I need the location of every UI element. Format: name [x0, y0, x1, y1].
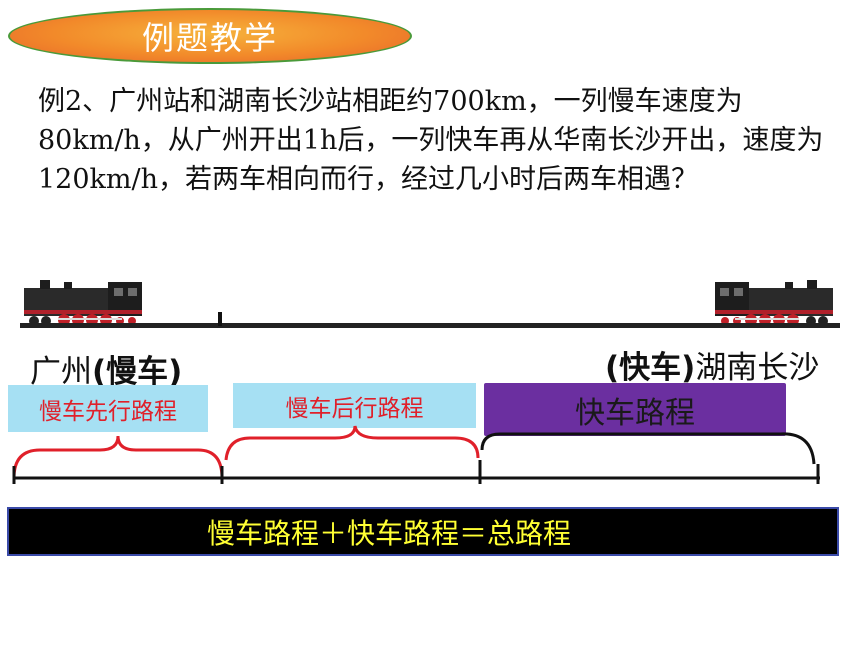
steam-locomotive-icon [715, 280, 833, 326]
fast-brace [480, 432, 816, 465]
slow-after-brace [224, 425, 480, 461]
right-station-name: 湖南长沙 [695, 350, 820, 386]
left-station-name: 广州 [30, 354, 92, 390]
slow-after-segment-label: 慢车后行路程 [233, 383, 476, 428]
track-marker [218, 312, 222, 326]
right-station-train: (快车) [605, 350, 696, 386]
left-station-label: 广州(慢车) [30, 346, 182, 391]
steam-locomotive-icon [24, 280, 142, 326]
railway-track [20, 323, 840, 328]
left-station-train: (慢车) [92, 354, 183, 390]
equation-bar: 慢车路程＋快车路程＝总路程 [7, 507, 839, 556]
title-banner: 例题教学 [8, 8, 412, 64]
equation-text: 慢车路程＋快车路程＝总路程 [207, 516, 572, 550]
slide-title: 例题教学 [141, 19, 278, 57]
slow-first-brace [12, 435, 224, 479]
fast-segment-label: 快车路程 [484, 383, 786, 436]
slow-first-segment-label: 慢车先行路程 [8, 385, 208, 432]
right-station-label: (快车)湖南长沙 [605, 342, 819, 387]
distance-braces [12, 425, 820, 484]
problem-statement: 例2、广州站和湖南长沙站相距约700km，一列慢车速度为80km/h，从广州开出… [38, 86, 824, 195]
